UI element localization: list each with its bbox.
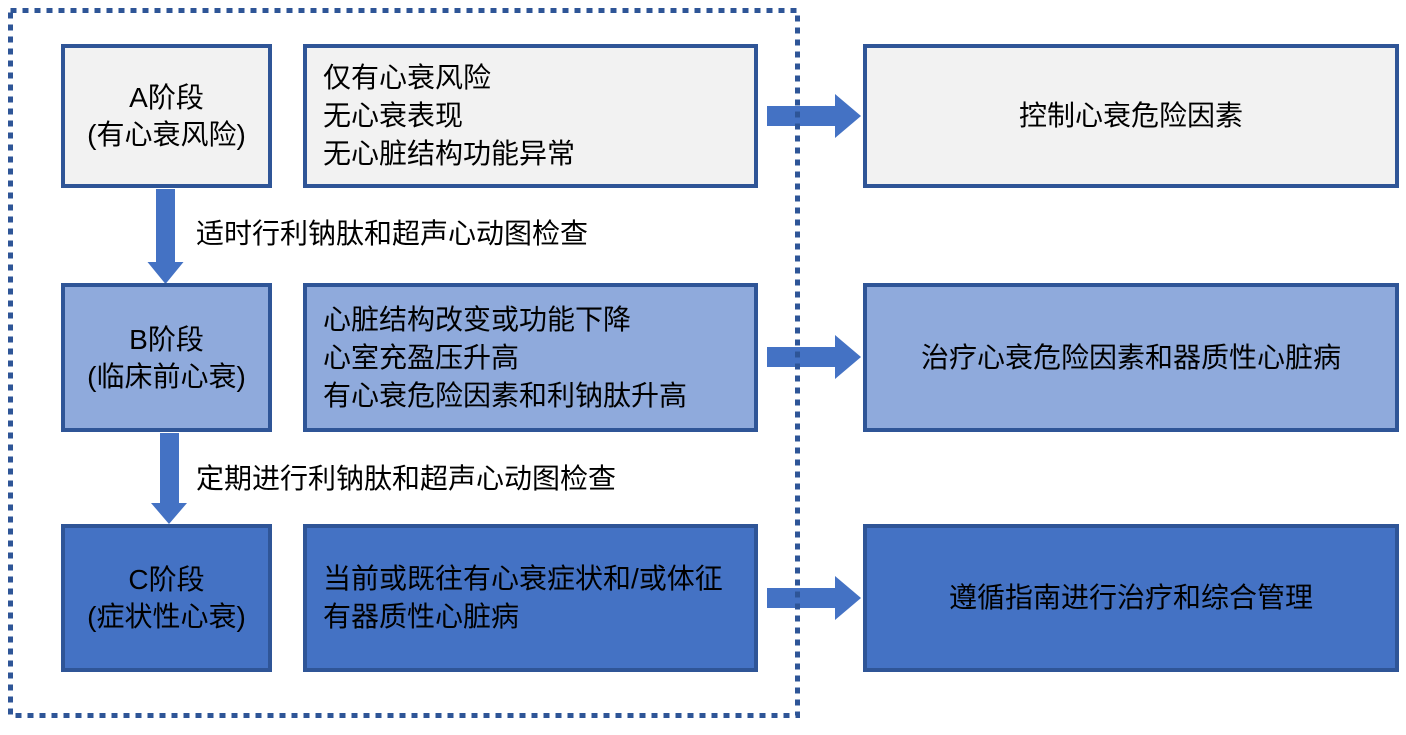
criteria-line: 有心衰危险因素和利钠肽升高 — [323, 379, 688, 411]
criteria-line: 心室充盈压升高 — [323, 341, 520, 373]
criteria-line: 仅有心衰风险 — [323, 62, 492, 93]
stage-c-action-box: 遵循指南进行治疗和综合管理 — [863, 524, 1399, 672]
stage-b-subtitle: (临床前心衰) — [87, 360, 246, 392]
criteria-line: 心脏结构改变或功能下降 — [323, 303, 632, 335]
stage-b-action: 治疗心衰危险因素和器质性心脏病 — [920, 341, 1341, 373]
criteria-line: 无心脏结构功能异常 — [323, 138, 576, 169]
stage-a-box: A阶段 (有心衰风险) — [61, 44, 272, 188]
dotted-boundary — [8, 8, 800, 718]
stage-c-subtitle: (症状性心衰) — [87, 601, 246, 632]
stage-c-title: C阶段 — [128, 564, 205, 595]
criteria-line: 有器质性心脏病 — [323, 601, 520, 632]
down-arrow-a-to-b — [147, 189, 184, 284]
stage-c-action: 遵循指南进行治疗和综合管理 — [948, 582, 1313, 613]
flow-arrow-row2 — [767, 335, 861, 379]
down-arrow-b-to-c — [151, 433, 187, 524]
criteria-line: 无心衰表现 — [323, 100, 464, 131]
stage-a-criteria-box: 仅有心衰风险 无心衰表现 无心脏结构功能异常 — [303, 44, 758, 188]
stage-c-criteria-box: 当前或既往有心衰症状和/或体征 有器质性心脏病 — [303, 524, 758, 672]
flow-arrow-row3 — [767, 576, 861, 620]
stage-b-action-box: 治疗心衰危险因素和器质性心脏病 — [863, 283, 1399, 432]
stage-c-box: C阶段 (症状性心衰) — [61, 524, 272, 672]
criteria-line: 当前或既往有心衰症状和/或体征 — [323, 563, 723, 594]
stage-b-title: B阶段 — [129, 323, 204, 355]
stage-a-action-box: 控制心衰危险因素 — [863, 44, 1399, 188]
stage-b-criteria-box: 心脏结构改变或功能下降 心室充盈压升高 有心衰危险因素和利钠肽升高 — [303, 283, 758, 432]
stage-a-subtitle: (有心衰风险) — [87, 119, 246, 150]
flow-arrow-row1 — [767, 94, 861, 138]
transition-b-to-c-label: 定期进行利钠肽和超声心动图检查 — [196, 463, 617, 494]
transition-a-to-b-label: 适时行利钠肽和超声心动图检查 — [196, 218, 589, 249]
stage-b-box: B阶段 (临床前心衰) — [61, 283, 272, 432]
stage-a-action: 控制心衰危险因素 — [1018, 100, 1243, 131]
stage-a-title: A阶段 — [129, 82, 204, 113]
